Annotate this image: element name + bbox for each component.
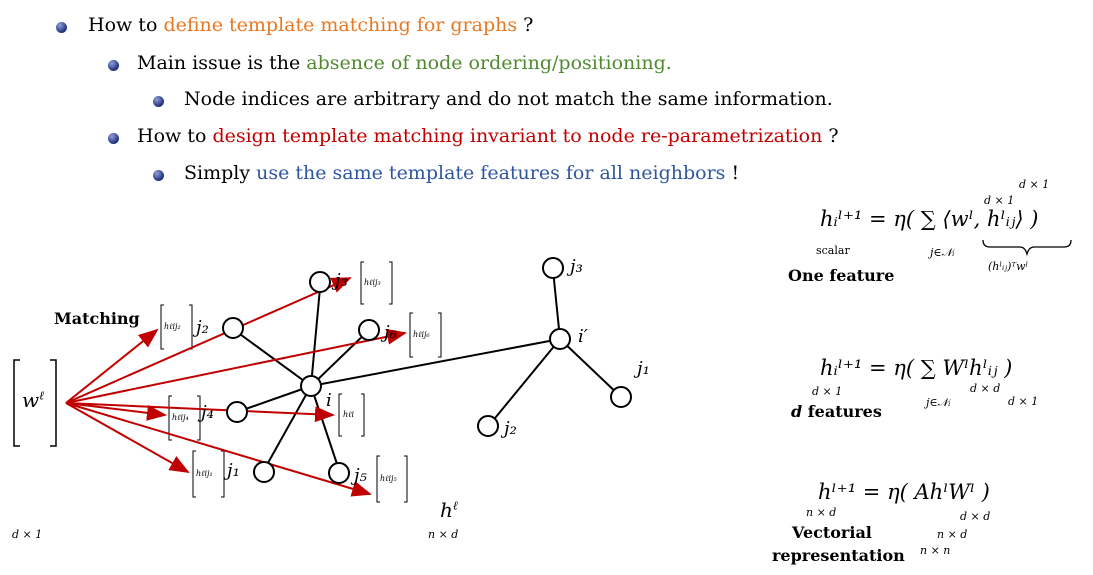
node-j5 [328,462,350,484]
f3-dim-h: n × d [806,506,837,519]
f3-dim-A: n × n [920,544,951,557]
label-j1: j₁ [227,460,240,481]
arrow-to-j6 [65,328,407,404]
feature-j4: hℓij₄ [172,413,189,422]
matching-arrows [65,277,407,497]
bullet-5-post: ! [725,162,740,184]
f2-caption-d: d [791,402,803,421]
feature-j6: hℓij₆ [413,330,430,339]
f2-caption: d features [791,402,882,421]
f2-dim-hij: d × 1 [1008,395,1039,408]
label-j2-prime: j₂ [504,418,517,439]
f3-caption-2: representation [772,546,905,565]
label-j4: j₄ [201,402,214,423]
template-vector-bracket [13,359,57,447]
f2-caption-text: features [807,402,882,421]
formula-1: hᵢˡ⁺¹ = η( ∑ ⟨wˡ, hˡᵢⱼ⟩ ) [820,207,1039,231]
bullet-1-post: ? [517,14,534,36]
formula-2: hᵢˡ⁺¹ = η( ∑ Wˡhˡᵢⱼ ) [820,356,1013,380]
bullet-dot [108,60,119,71]
arrow-to-j5 [65,402,372,497]
template-w: wℓ [22,388,44,412]
bullet-4-pre: How to [137,125,213,147]
bullet-4: How to design template matching invarian… [137,125,839,147]
label-j5: j₅ [354,465,367,486]
feature-j2: hℓij₂ [164,322,181,331]
label-j6: j₆ [384,322,397,343]
bullet-4-highlight: design template matching invariant to no… [212,125,823,147]
arrow-to-i [65,402,335,423]
bullet-4-post: ? [822,125,839,147]
template-w-sup: ℓ [39,388,45,403]
node-j3-prime [542,257,564,279]
bullet-2-pre: Main issue is the [137,52,307,74]
graph-edges [232,269,622,471]
label-j1-prime: j₁ [637,358,650,379]
template-w-base: w [22,388,40,412]
f1-sum-sub: j∈𝒩ᵢ [930,246,955,259]
bullet-dot [108,133,119,144]
f1-brace-under: (hˡᵢⱼ)ᵀwˡ [988,260,1029,273]
label-i-prime: i′ [578,326,588,347]
node-i [300,375,322,397]
bullet-2: Main issue is the absence of node orderi… [137,52,672,74]
matching-label: Matching [54,309,140,328]
formula-3: hˡ⁺¹ = η( AhˡWˡ ) [818,480,990,504]
h-sup: ℓ [452,498,458,513]
bullet-1-pre: How to [88,14,164,36]
bullet-1: How to define template matching for grap… [88,14,533,36]
f3-dim-W: d × d [960,510,991,523]
template-dim: d × 1 [12,528,43,541]
feature-brackets [160,261,442,503]
node-j3 [309,271,331,293]
bullet-1-highlight: define template matching for graphs [163,14,518,36]
bullet-5-pre: Simply [184,162,257,184]
bullet-dot [56,22,67,33]
node-j2 [222,317,244,339]
label-j2: j₂ [196,317,209,338]
f2-dim-h: d × 1 [812,385,843,398]
graph-diagram [13,257,632,503]
f2-dim-W: d × d [970,382,1001,395]
label-j3-prime: j₃ [570,256,583,277]
bullet-5-highlight: use the same template features for all n… [256,162,726,184]
h-matrix-dim: n × d [428,528,459,541]
node-j1 [253,461,275,483]
f1-dim-top2: d × 1 [984,194,1015,207]
feature-i: hℓi [343,410,355,419]
f1-dim-top: d × 1 [1019,178,1050,191]
feature-j5: hℓij₅ [380,474,397,483]
f3-dim-hl: n × d [937,528,968,541]
label-i: i [326,390,332,411]
node-i-prime [549,328,571,350]
arrow-to-j4 [65,402,167,421]
node-j6 [358,319,380,341]
bullet-dot [153,96,164,107]
bullet-2-highlight: absence of node ordering/positioning. [306,52,672,74]
bullet-3-text: Node indices are arbitrary and do not ma… [184,88,833,110]
h-base: h [440,498,453,522]
f1-caption: One feature [788,266,895,285]
bullet-3: Node indices are arbitrary and do not ma… [184,88,833,110]
h-matrix-label: hℓ [440,498,458,522]
bullet-dot [153,170,164,181]
arrow-to-j3 [65,277,352,404]
node-j4 [226,401,248,423]
f2-sum-sub: j∈𝒩ᵢ [926,396,951,409]
feature-j1: hℓij₁ [196,469,213,478]
feature-j3: hℓij₃ [364,278,381,287]
f1-sub-scalar: scalar [816,244,850,257]
node-j2-prime [477,415,499,437]
node-j1-prime [610,386,632,408]
bullet-5: Simply use the same template features fo… [184,162,739,184]
f3-caption-1: Vectorial [792,523,872,542]
arrow-to-j2 [65,328,159,404]
arrow-to-j1 [65,402,190,473]
label-j3: j₃ [335,270,348,291]
graph-nodes [222,257,632,484]
